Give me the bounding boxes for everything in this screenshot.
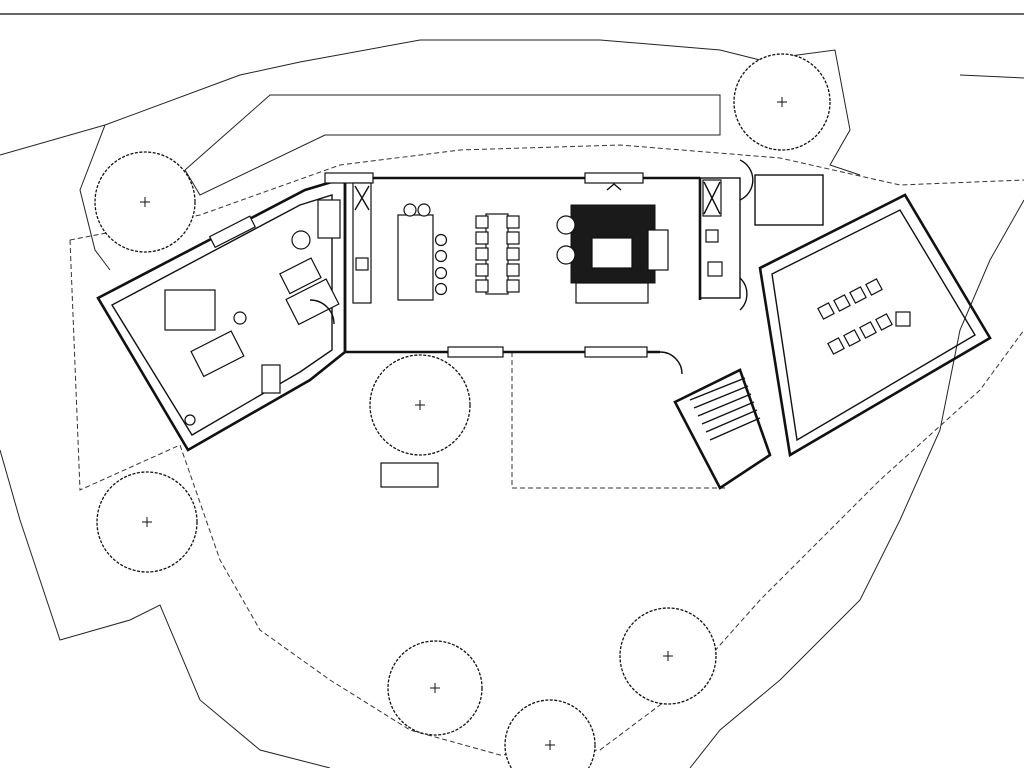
sink: [355, 257, 369, 271]
tree-icon: [504, 699, 596, 768]
vanity-sink: [190, 330, 245, 378]
kitchen-island: [397, 214, 434, 301]
door-swing: [659, 351, 683, 375]
toilet: [184, 414, 196, 426]
sofa: [279, 257, 322, 295]
window: [584, 172, 644, 184]
tree-icon: [96, 471, 198, 573]
door-swing: [739, 159, 754, 201]
site-boundary-lines: [0, 39, 1024, 768]
tree-icon: [619, 607, 717, 705]
tree-icon: [387, 640, 483, 736]
trees: [94, 53, 831, 768]
lounge-chair: [556, 245, 576, 265]
stairs: [689, 377, 761, 441]
window: [208, 215, 257, 249]
door-swing: [309, 299, 335, 325]
armchair: [317, 199, 341, 239]
tree-icon: [94, 151, 196, 253]
coffee-table: [591, 237, 633, 269]
right-wing: [673, 193, 992, 490]
closet: [261, 364, 281, 394]
classroom-desks: [817, 278, 911, 355]
window-marker: [606, 183, 622, 191]
washbasin: [705, 229, 719, 243]
dashed-setback-lines: [69, 144, 1024, 756]
bathroom: [699, 177, 741, 299]
garden-bench: [380, 462, 439, 488]
bed: [164, 289, 216, 331]
window: [447, 346, 504, 358]
round-table: [291, 230, 311, 250]
tree-icon: [369, 354, 471, 456]
door-swing: [739, 277, 748, 311]
window: [324, 172, 374, 184]
stool: [233, 311, 247, 325]
lounge-chair: [556, 215, 576, 235]
dining-chairs: [475, 215, 520, 293]
kitchen-counter: [352, 182, 372, 304]
bar-stools: [434, 233, 448, 296]
toilet: [707, 261, 723, 277]
armchair: [647, 229, 669, 271]
dining-table: [485, 213, 509, 295]
tree-icon: [733, 53, 831, 151]
sofa: [575, 282, 649, 304]
kitchen-counter: [285, 278, 340, 326]
window: [584, 346, 648, 358]
main-living-hall: [317, 159, 824, 375]
